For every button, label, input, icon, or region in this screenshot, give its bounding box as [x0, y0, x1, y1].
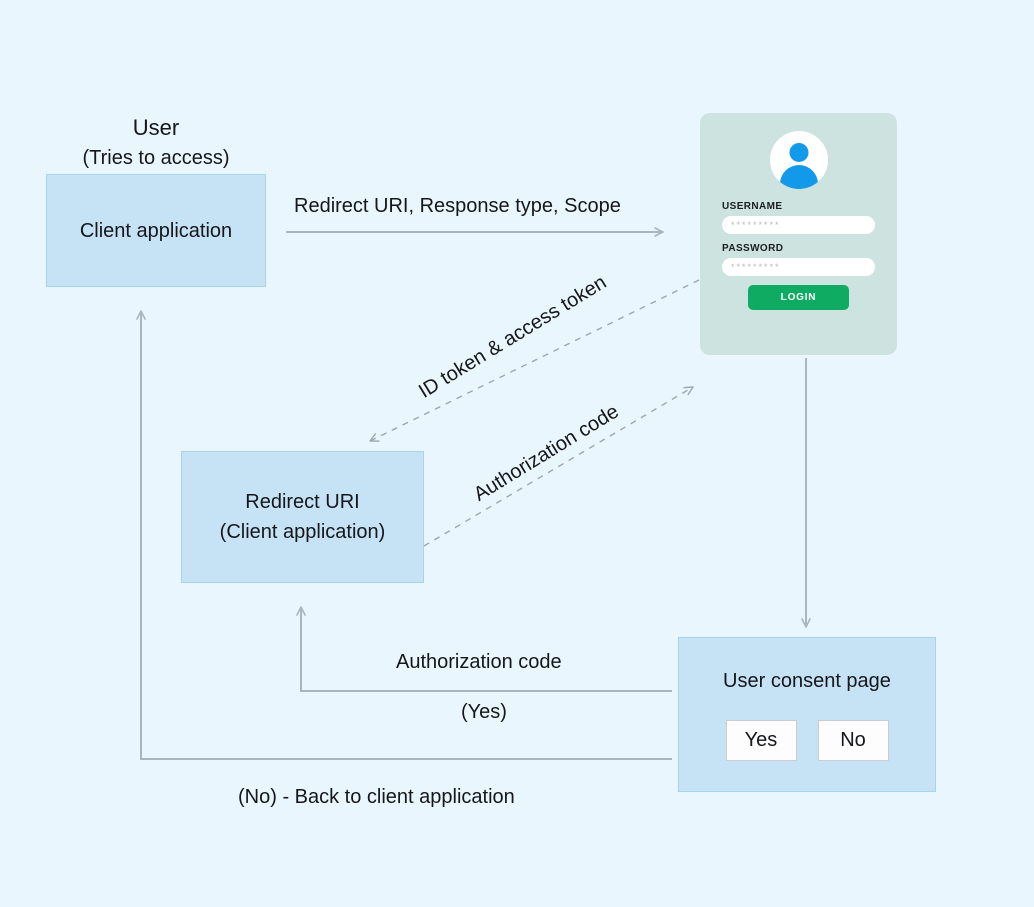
username-label: USERNAME	[722, 201, 783, 212]
user-caption-title: User	[132, 115, 180, 140]
avatar-head-shape	[789, 143, 808, 162]
edge-label-id-token-access-token: ID token & access token	[415, 271, 611, 403]
consent-yes-button[interactable]: Yes	[725, 720, 797, 761]
node-redirect-uri[interactable]: Redirect URI (Client application)	[181, 451, 424, 583]
user-consent-page-title: User consent page	[723, 670, 891, 692]
edge-label-consent-yes-authorization-code: Authorization code	[396, 651, 562, 673]
user-caption-subtitle: (Tries to access)	[82, 147, 230, 169]
avatar-body-shape	[779, 165, 818, 189]
user-avatar-icon	[769, 131, 828, 189]
user-caption: User (Tries to access)	[26, 113, 286, 173]
username-input[interactable]: *********	[722, 216, 875, 234]
login-card: USERNAME ********* PASSWORD ********* LO…	[700, 113, 897, 355]
edge-label-consent-yes: (Yes)	[461, 701, 507, 723]
client-application-label: Client application	[79, 219, 233, 242]
edge-label-authorization-code-diagonal: Authorization code	[470, 400, 623, 506]
edge-label-authorization-request: Redirect URI, Response type, Scope	[294, 195, 621, 217]
edge-id-token-access-token	[369, 279, 700, 442]
redirect-uri-label-line2: (Client application)	[219, 521, 386, 543]
redirect-uri-label-line1: Redirect URI	[245, 491, 360, 513]
edge-authorization-code-diagonal	[423, 386, 694, 547]
password-label: PASSWORD	[722, 243, 784, 254]
login-button[interactable]: LOGIN	[748, 285, 849, 310]
edge-label-consent-no: (No) - Back to client application	[238, 786, 515, 808]
consent-no-button[interactable]: No	[817, 720, 889, 761]
consent-button-group: Yes No	[725, 720, 889, 761]
edge-consent-yes	[296, 606, 672, 692]
node-client-application[interactable]: Client application	[46, 174, 266, 287]
node-user-consent-page[interactable]: User consent page Yes No	[678, 637, 936, 792]
password-input[interactable]: *********	[722, 258, 875, 276]
